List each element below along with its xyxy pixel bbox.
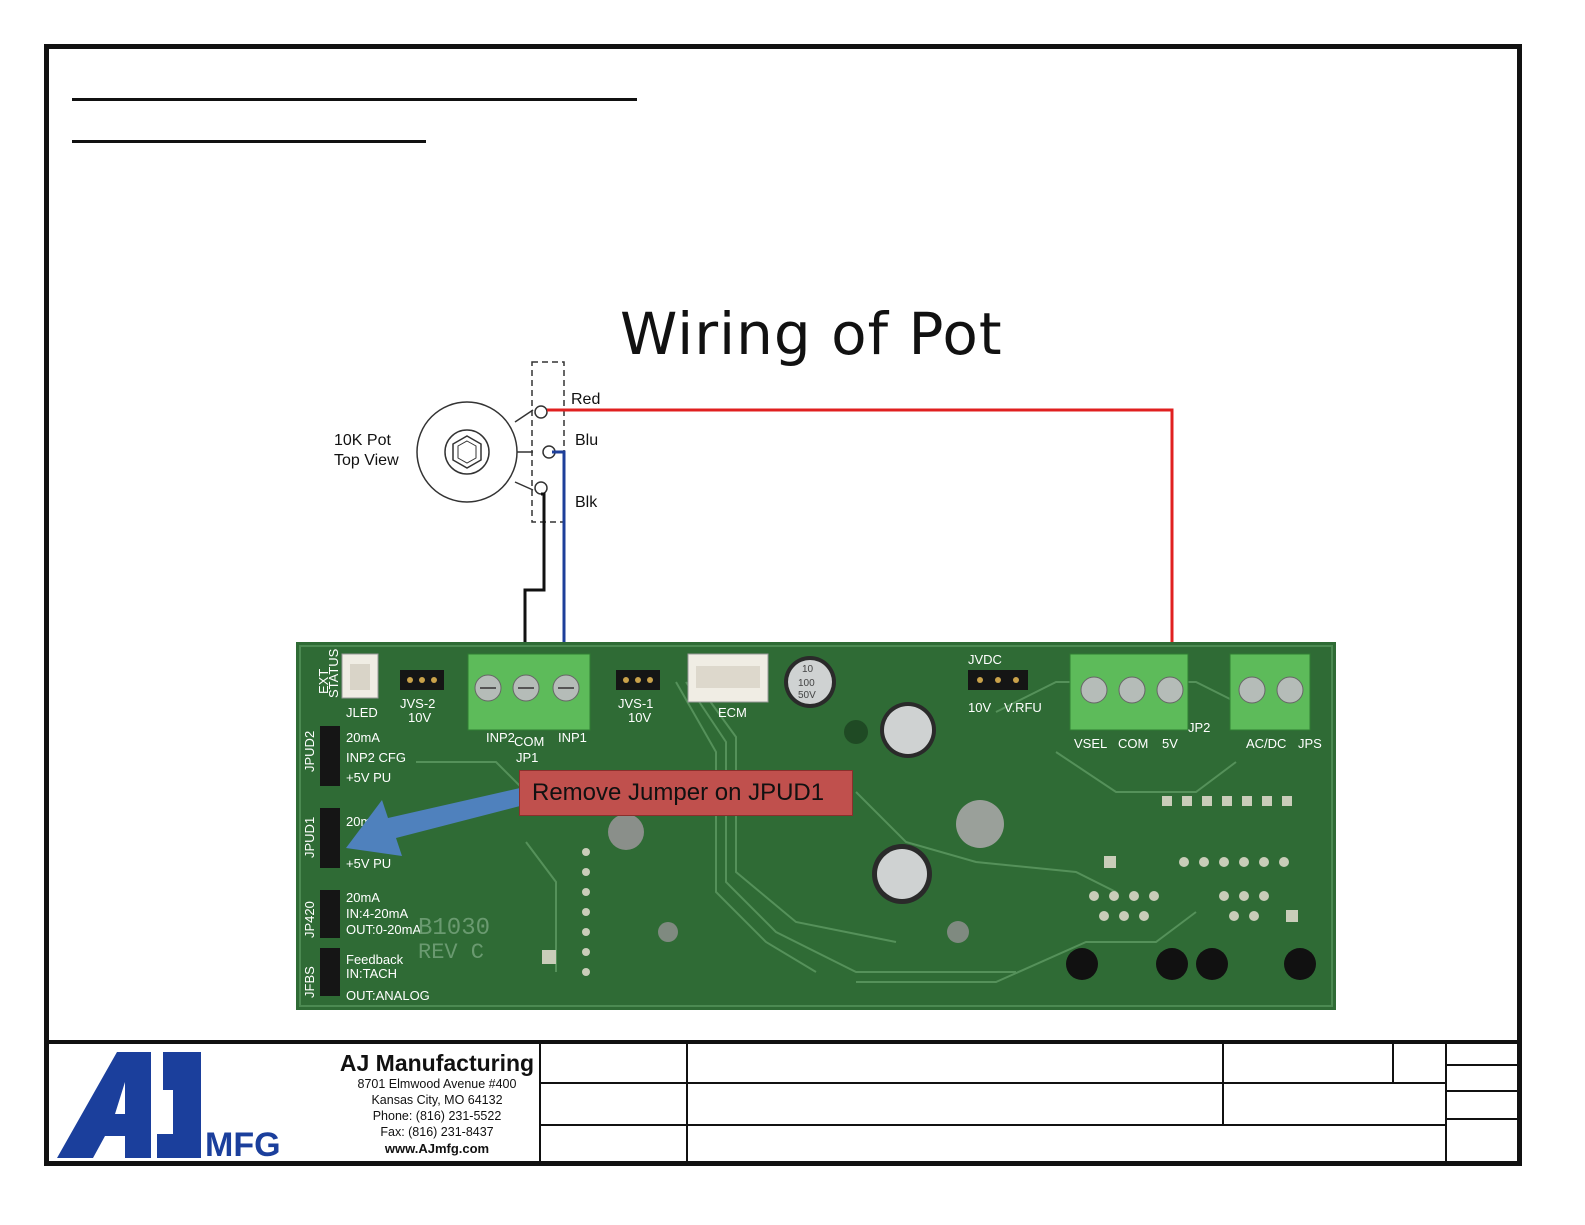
jvs2-voltage-label: 10V	[408, 710, 431, 725]
inp1-label: INP1	[558, 730, 587, 745]
jp420-jumper	[320, 890, 340, 938]
pot-label-line2: Top View	[334, 452, 399, 469]
jvdc-10v-label: 10V	[968, 700, 991, 715]
jp2-5v-label: 5V	[1162, 736, 1178, 751]
jfbs-jumper	[320, 948, 340, 996]
ext-status-label-2: STATUS	[326, 648, 341, 698]
jp2-com-label: COM	[1118, 736, 1148, 751]
jvdc-label: JVDC	[968, 652, 1002, 667]
company-website: www.AJmfg.com	[384, 1141, 490, 1156]
cap-1-text-2: 100	[798, 678, 815, 689]
aj-mfg-logo: MFG	[57, 1052, 281, 1160]
jfbs-label: JFBS	[302, 966, 317, 998]
jpud2-pin-2: INP2 CFG	[346, 750, 406, 765]
drawing-frame	[44, 44, 1522, 1166]
cap-1-text-1: 10	[802, 664, 814, 675]
company-phone: Phone: (816) 231-5522	[372, 1109, 502, 1123]
jpud2-pin-3: +5V PU	[346, 770, 391, 785]
jpud1-label: JPUD1	[302, 817, 317, 858]
jpud2-label: JPUD2	[302, 731, 317, 772]
jvs1-label: JVS-1	[618, 696, 653, 711]
jfbs-pin-2: IN:TACH	[346, 966, 397, 981]
cap-1-text-3: 50V	[798, 690, 816, 701]
company-address-1: 8701 Elmwood Avenue #400	[357, 1077, 517, 1091]
capacitor-3	[872, 844, 932, 904]
board-rev: REV C	[418, 940, 484, 965]
jled-label: JLED	[346, 705, 378, 720]
acdc-label: AC/DC	[1246, 736, 1286, 751]
diagram-title: Wiring of Pot	[620, 300, 1003, 368]
company-info: AJ Manufacturing 8701 Elmwood Avenue #40…	[315, 1050, 559, 1157]
inp2-label: INP2	[486, 730, 515, 745]
jp2-label: JP2	[1188, 720, 1210, 735]
remove-jumper-callout: Remove Jumper on JPUD1	[519, 770, 853, 816]
jfbs-pin-1: Feedback	[346, 952, 404, 967]
jvs1-voltage-label: 10V	[628, 710, 651, 725]
jpud2-pin-1: 20mA	[346, 730, 380, 745]
jpud1-pin-1: 20m	[346, 814, 371, 829]
jps-label: JPS	[1298, 736, 1322, 751]
header-rule-1	[72, 98, 637, 101]
jvdc-vrfu-label: V.RFU	[1004, 700, 1042, 715]
company-name: AJ Manufacturing	[339, 1050, 535, 1076]
pot-label-line1: 10K Pot	[334, 432, 391, 449]
jp420-label: JP420	[302, 901, 317, 938]
header-rule-2	[72, 140, 426, 143]
jfbs-pin-3: OUT:ANALOG	[346, 988, 430, 1003]
wire-label-red: Red	[571, 391, 601, 408]
capacitor-2	[880, 702, 936, 758]
ecm-label: ECM	[718, 705, 747, 720]
vsel-label: VSEL	[1074, 736, 1107, 751]
jp420-pin-1: 20mA	[346, 890, 380, 905]
capacitor-1	[784, 656, 836, 708]
jpud1-pin-3: +5V PU	[346, 856, 391, 871]
jp420-pin-2: IN:4-20mA	[346, 906, 408, 921]
controller-board: JLED JVS-2 10V INP2 COM JP1 INP1 JVS-1 1…	[296, 642, 1336, 1010]
wire-label-blue: Blu	[575, 432, 599, 449]
ext-status-label-1: EXT	[316, 669, 331, 694]
jp1-label: JP1	[516, 750, 538, 765]
jvs2-label: JVS-2	[400, 696, 435, 711]
jpud2-jumper	[320, 726, 340, 786]
logo-mfg-text: MFG	[205, 1126, 281, 1160]
jpud1-jumper	[320, 808, 340, 868]
wire-label-black: Blk	[575, 494, 598, 511]
board-id: B1030	[418, 915, 490, 942]
company-address-2: Kansas City, MO 64132	[371, 1093, 503, 1107]
jp420-pin-3: OUT:0-20mA	[346, 922, 421, 937]
company-fax: Fax: (816) 231-8437	[380, 1125, 494, 1139]
title-block: MFG AJ Manufacturing 8701 Elmwood Avenue…	[49, 1040, 1519, 1166]
com-label: COM	[514, 734, 544, 749]
